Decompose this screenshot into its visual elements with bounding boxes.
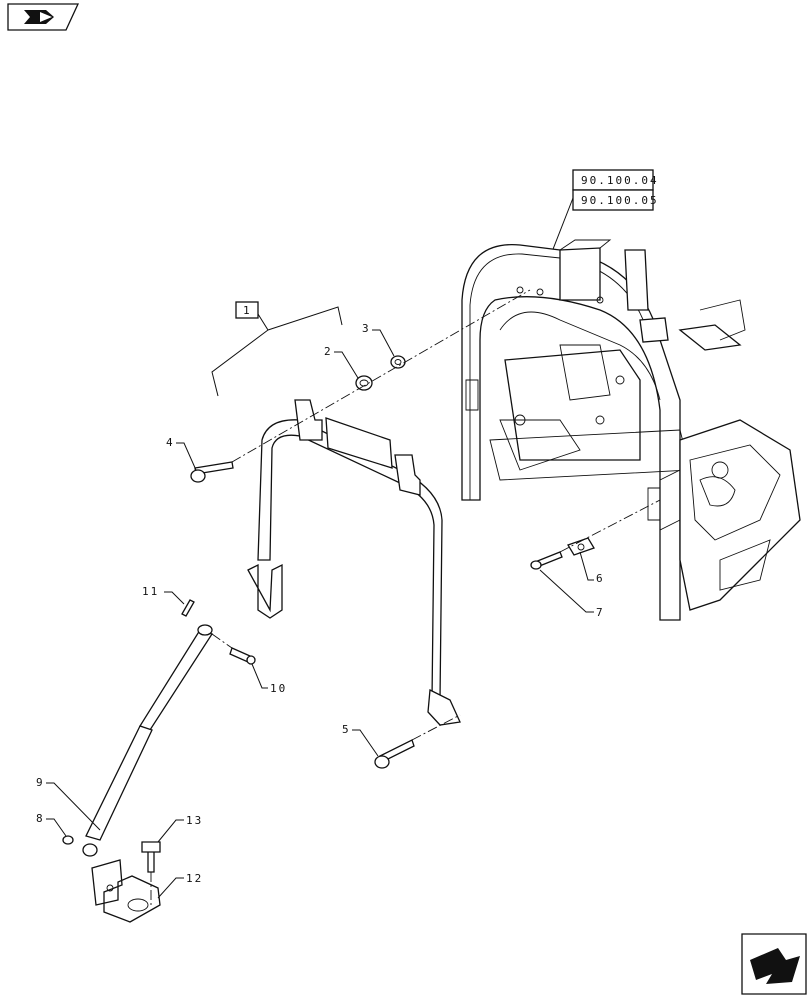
strut-bracket [91, 859, 161, 923]
callout-7[interactable]: 7 [596, 606, 605, 619]
callout-5[interactable]: 5 [342, 723, 351, 736]
callout-13[interactable]: 13 [186, 814, 203, 827]
nut-8 [62, 835, 74, 845]
bolt-7 [530, 551, 563, 570]
tractor-chassis-frame [461, 239, 801, 621]
leader-13 [157, 819, 184, 843]
assembly-line-a [231, 289, 531, 463]
leader-12 [157, 877, 184, 899]
callout-1: 1 [243, 304, 252, 317]
gas-strut [82, 624, 214, 857]
assembly-line-b [411, 714, 461, 741]
assembly-line-c [559, 499, 661, 553]
leader-10 [251, 663, 268, 689]
callout-6[interactable]: 6 [596, 572, 605, 585]
bolt-13 [141, 841, 161, 873]
leader-3 [372, 329, 395, 357]
reference-box-a[interactable]: 90.100.04 [572, 169, 659, 191]
hood-support-frame [247, 399, 461, 726]
callout-11[interactable]: 11 [142, 585, 159, 598]
callout-9[interactable]: 9 [36, 776, 45, 789]
callout-12[interactable]: 12 [186, 872, 203, 885]
bolt-5 [374, 739, 415, 769]
callout-4[interactable]: 4 [166, 436, 175, 449]
callout-8[interactable]: 8 [36, 812, 45, 825]
pin-10 [229, 647, 256, 665]
next-page-arrow-icon[interactable] [741, 933, 807, 995]
reference-box-b[interactable]: 90.100.05 [572, 189, 659, 211]
leader-4 [176, 442, 197, 471]
leader-9 [46, 782, 101, 831]
bushing-3 [390, 355, 406, 369]
leader-7 [539, 569, 594, 613]
bolt-4 [190, 461, 234, 483]
leader-2 [334, 351, 359, 379]
reference-label-b: 90.100.05 [581, 194, 659, 207]
clip-11 [181, 599, 195, 617]
callout-10[interactable]: 10 [270, 682, 287, 695]
leader-11 [164, 591, 185, 605]
callout-3[interactable]: 3 [362, 322, 371, 335]
reference-label-a: 90.100.04 [581, 174, 659, 187]
leader-5 [352, 729, 379, 757]
leader-8 [46, 818, 67, 837]
leader-6 [579, 551, 594, 581]
clip-6 [567, 537, 595, 556]
prev-page-arrow-icon[interactable] [7, 3, 80, 31]
callout-2[interactable]: 2 [324, 345, 333, 358]
kit-bracket [211, 306, 343, 397]
callout-1-box[interactable]: 1 [235, 301, 259, 319]
assembly-line-d [211, 633, 233, 649]
